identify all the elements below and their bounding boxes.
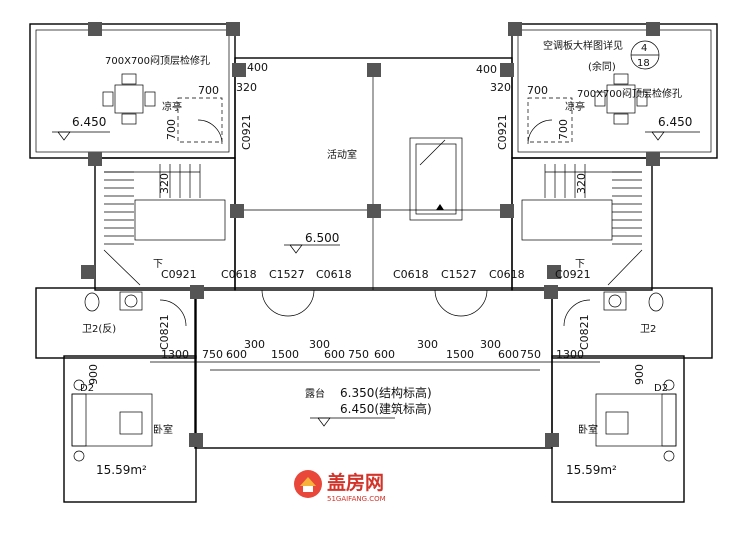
- area-right: 15.59m²: [566, 463, 617, 477]
- elevation-left: 6.450: [72, 115, 106, 129]
- stair-right: [521, 164, 643, 286]
- dim-row-10: 300: [417, 338, 438, 351]
- bed-right: [595, 379, 677, 462]
- window-c0618-d: C0618: [489, 268, 525, 281]
- dim-row-7: 600: [324, 348, 345, 361]
- table-left: [102, 73, 156, 125]
- columns: [81, 22, 660, 447]
- dim-row-13: 600: [498, 348, 519, 361]
- outer-walls: [29, 23, 718, 503]
- hatch-right-label: 700X700闷顶层检修孔: [577, 87, 682, 100]
- bath-right-fixtures: [603, 291, 664, 312]
- window-c0921-c: C0921: [240, 114, 253, 150]
- ac-num-bot: 18: [637, 58, 650, 69]
- window-c0821-b: C0821: [578, 314, 591, 350]
- table-right: [594, 73, 648, 125]
- ac-num-top: 4: [641, 43, 647, 54]
- hatch-left-outline: [177, 97, 223, 143]
- dim-320-left-v: 320: [158, 173, 171, 194]
- elevation-right: 6.450: [658, 115, 692, 129]
- dim-row-5: 1500: [271, 348, 299, 361]
- dim-row-4: 300: [244, 338, 265, 351]
- window-c0618-a: C0618: [221, 268, 257, 281]
- logo: 盖房网 51GAIFANG.COM: [294, 470, 386, 503]
- detail-callout: [630, 40, 660, 70]
- elevation-terrace-arch: 6.450(建筑标高): [340, 401, 432, 416]
- dim-700-right-v: 700: [557, 119, 570, 140]
- elevation-terrace-struct: 6.350(结构标高): [340, 385, 432, 400]
- dim-400-left: 400: [247, 61, 268, 74]
- activity-table: [409, 137, 463, 221]
- elevation-marks: [52, 131, 700, 427]
- terrace-label: 露台: [305, 387, 325, 400]
- dim-700-left-v: 700: [165, 119, 178, 140]
- down-right-label: 下: [575, 259, 585, 270]
- hatch-left-label: 700X700闷顶层检修孔: [105, 54, 210, 67]
- bed-left: [71, 379, 153, 462]
- d2-left-label: D2: [80, 383, 94, 394]
- dim-400-right: 400: [476, 63, 497, 76]
- logo-url: 51GAIFANG.COM: [327, 495, 386, 503]
- pavilion-left-label: 凉亭: [162, 100, 182, 113]
- activity-room-label: 活动室: [327, 148, 357, 161]
- dim-700-right-h: 700: [527, 84, 548, 97]
- elevation-center: 6.500: [305, 231, 339, 245]
- window-c0921-a: C0921: [161, 268, 197, 281]
- window-c0618-c: C0618: [393, 268, 429, 281]
- bath-right-label: 卫2: [640, 324, 656, 335]
- dim-row-15: 1300: [556, 348, 584, 361]
- down-left-label: 下: [153, 259, 163, 270]
- bedroom-right-label: 卧室: [578, 423, 598, 436]
- dim-900-right: 900: [633, 364, 646, 385]
- window-c0618-b: C0618: [316, 268, 352, 281]
- stair-left: [103, 164, 226, 286]
- dim-row-12: 300: [480, 338, 501, 351]
- dim-320-right: 320: [490, 81, 511, 94]
- ac-same: (余同): [588, 60, 616, 73]
- dim-row-11: 1500: [446, 348, 474, 361]
- pavilion-right-label: 凉亭: [565, 100, 585, 113]
- dim-row-6: 300: [309, 338, 330, 351]
- dim-row-2: 750: [202, 348, 223, 361]
- logo-name: 盖房网: [327, 471, 384, 494]
- doors: [159, 119, 591, 327]
- dim-320-right-v: 320: [575, 173, 588, 194]
- area-left: 15.59m²: [96, 463, 147, 477]
- dim-700-left-h: 700: [198, 84, 219, 97]
- dim-row-8: 750: [348, 348, 369, 361]
- hatch-right-outline: [527, 97, 573, 143]
- window-c1527-a: C1527: [269, 268, 305, 281]
- dim-row-14: 750: [520, 348, 541, 361]
- window-c0821-a: C0821: [158, 314, 171, 350]
- bath-left-fixtures: [84, 291, 143, 312]
- bedroom-left-label: 卧室: [153, 423, 173, 436]
- window-c0921-d: C0921: [496, 114, 509, 150]
- dim-row-9: 600: [374, 348, 395, 361]
- bath-left-label: 卫2(反): [82, 323, 116, 335]
- ac-note: 空调板大样图详见: [543, 39, 623, 52]
- dim-320-left: 320: [236, 81, 257, 94]
- dim-900-left: 900: [87, 364, 100, 385]
- window-c0921-b: C0921: [555, 268, 591, 281]
- d2-right-label: D2: [654, 383, 668, 394]
- dim-row-1: 1300: [161, 348, 189, 361]
- window-c1527-b: C1527: [441, 268, 477, 281]
- dim-row-3: 600: [226, 348, 247, 361]
